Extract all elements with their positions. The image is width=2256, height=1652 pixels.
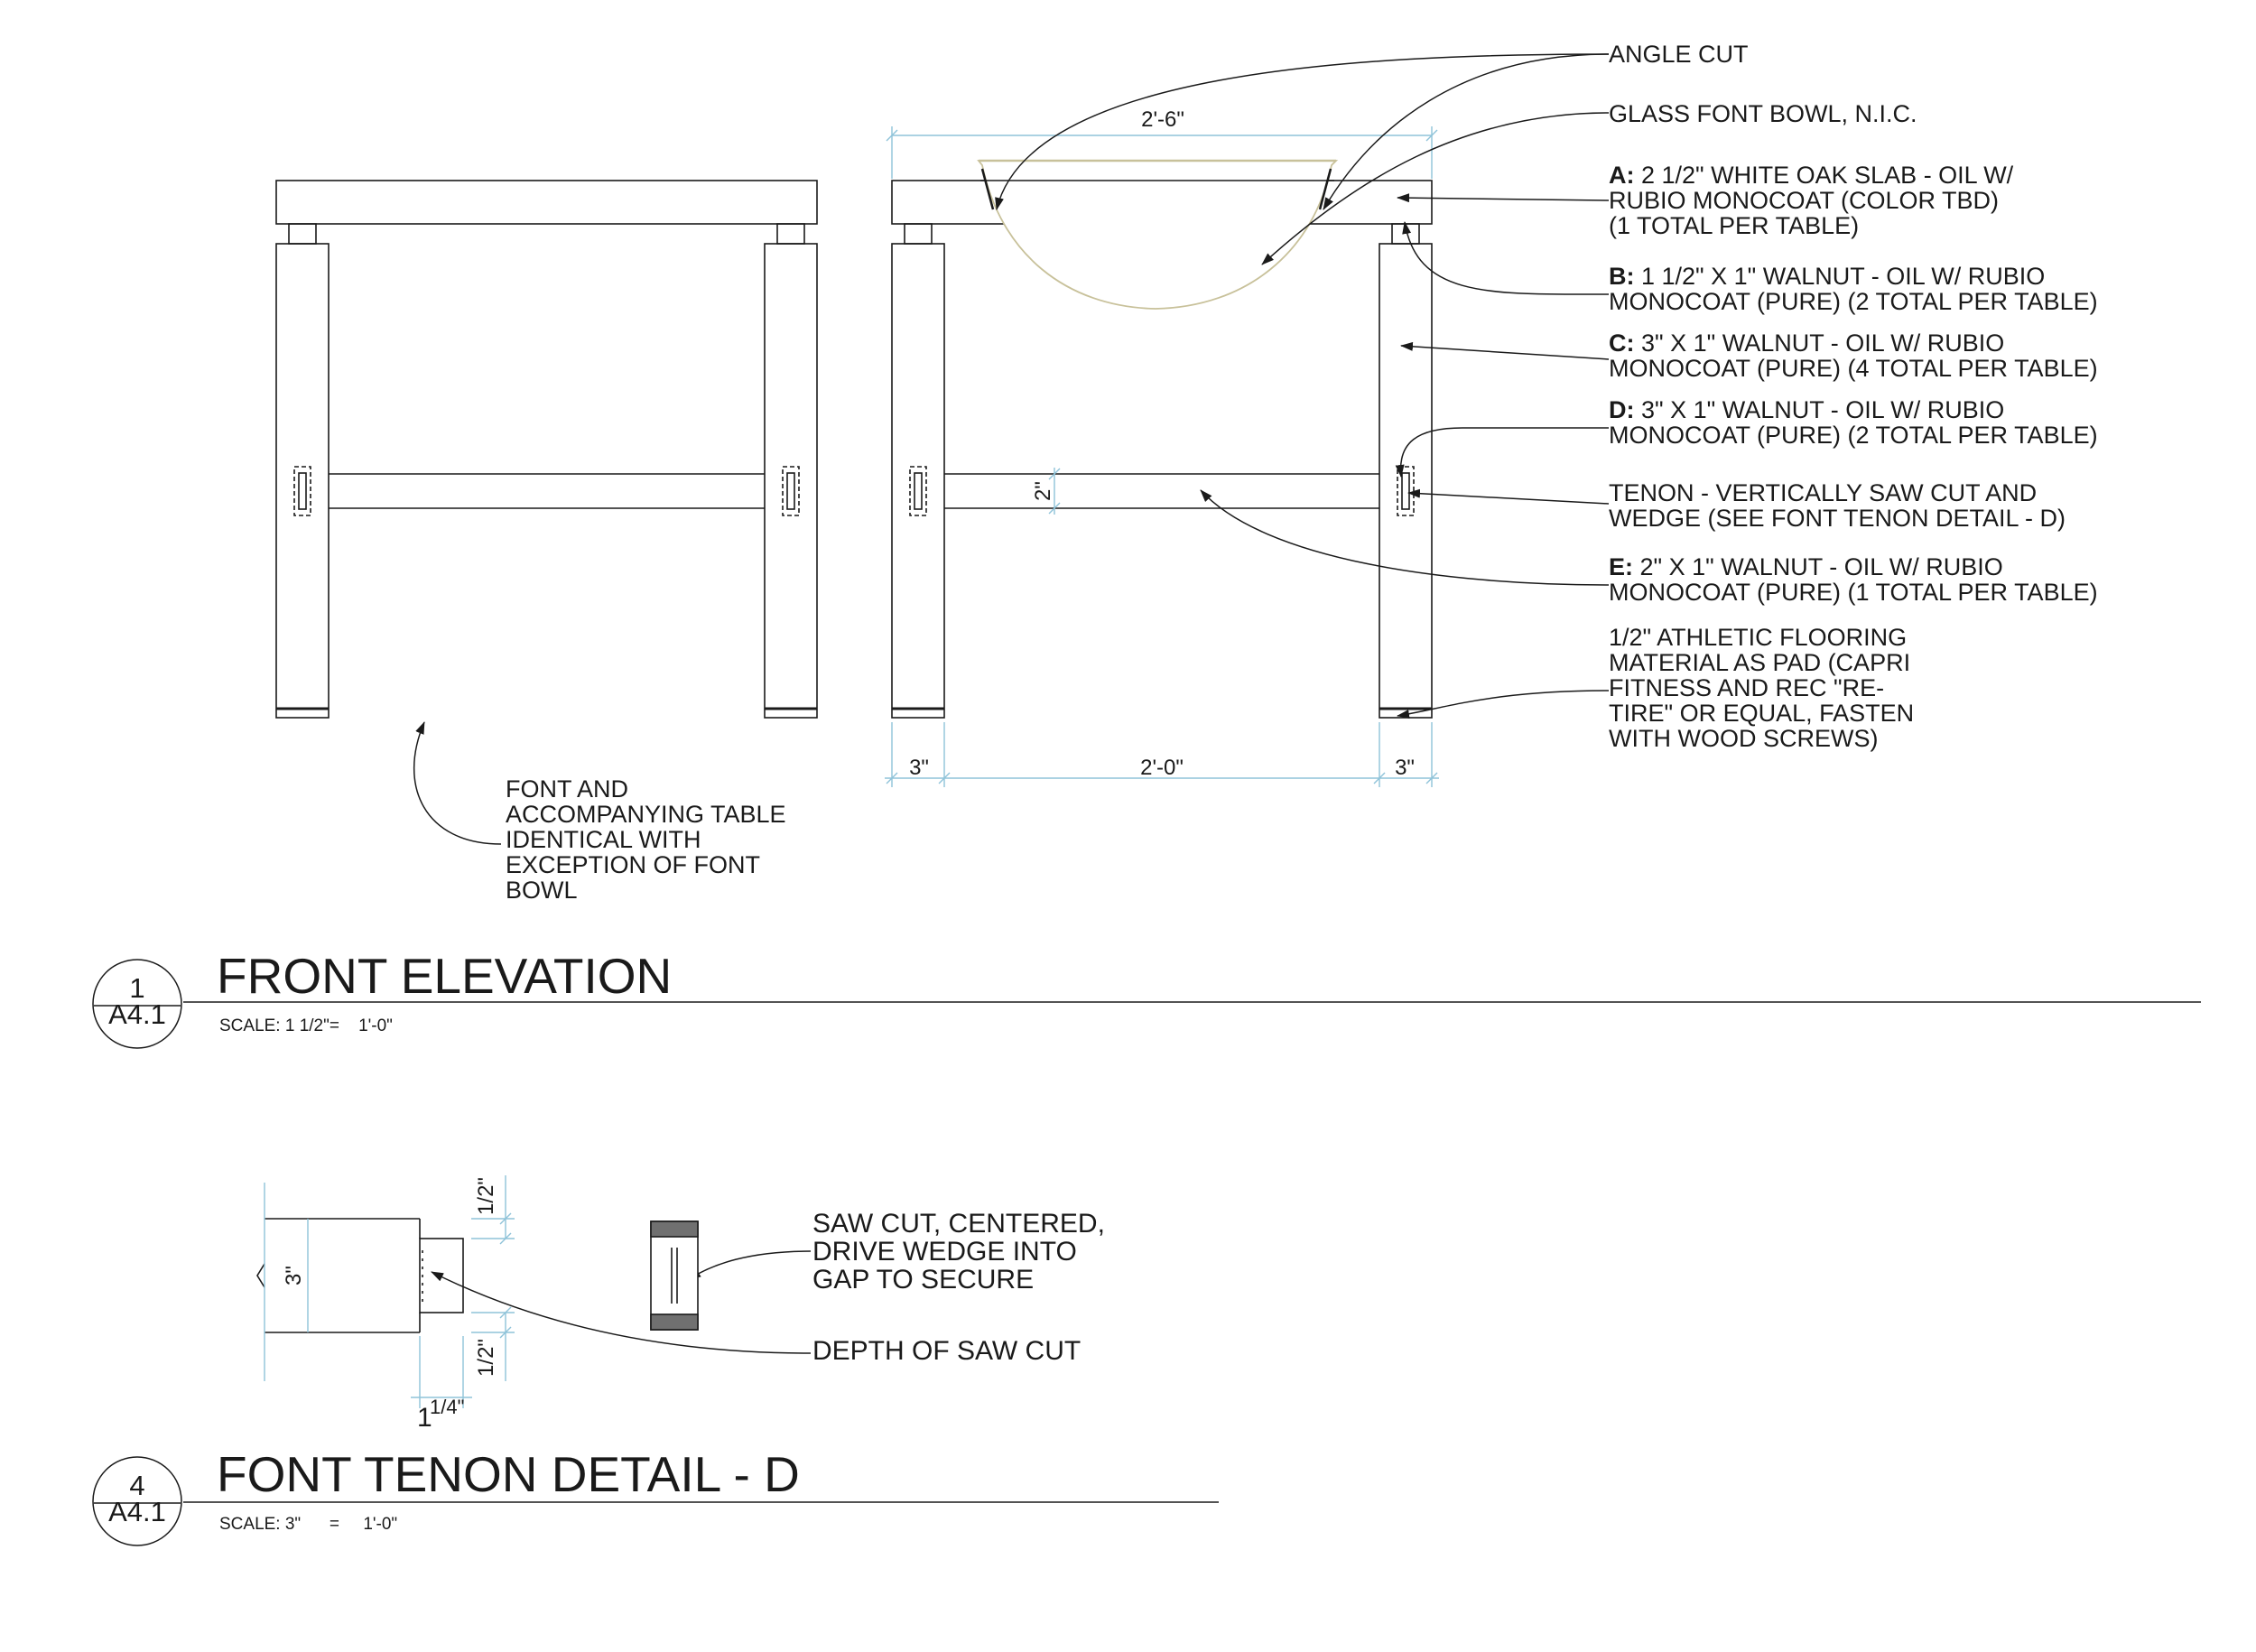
dim-detail-top: 1/2" xyxy=(474,1177,498,1215)
table-leg-left xyxy=(275,243,330,719)
table-block-left xyxy=(288,223,317,245)
note-glass-bowl: GLASS FONT BOWL, N.I.C. xyxy=(1609,100,1917,127)
note-pad-line-3: FITNESS AND REC "RE- xyxy=(1609,674,1885,701)
note-saw-cut: SAW CUT, CENTERED, DRIVE WEDGE INTO GAP … xyxy=(812,1210,1105,1294)
dim-leg-left: 3" xyxy=(909,756,929,780)
dim-detail-height: 3" xyxy=(282,1266,306,1285)
view-bubble-front xyxy=(92,959,182,1049)
table-block-right xyxy=(776,223,805,245)
title-block-lines xyxy=(92,959,2201,1546)
view-sheet-front: A4.1 xyxy=(108,998,166,1030)
note-pad-line-2: MATERIAL AS PAD (CAPRI xyxy=(1609,649,1911,676)
dim-top-width: 2'-6" xyxy=(1141,107,1184,132)
note-e-line-1: 2" X 1" WALNUT - OIL W/ RUBIO xyxy=(1633,553,2003,580)
note-b-line-2: MONOCOAT (PURE) (2 TOTAL PER TABLE) xyxy=(1609,288,2098,315)
table-tenon-right xyxy=(782,466,800,516)
font-tenon-right xyxy=(1397,466,1415,516)
note-a-line-2: RUBIO MONOCOAT (COLOR TBD) xyxy=(1609,187,2000,214)
note-identical-line-5: BOWL xyxy=(506,877,578,904)
view-scale-front: SCALE: 1 1/2"= 1'-0" xyxy=(219,1016,393,1035)
note-d-key: D: xyxy=(1609,396,1635,423)
note-tenon-line-2: WEDGE (SEE FONT TENON DETAIL - D) xyxy=(1609,505,2066,532)
font-block-left xyxy=(904,223,933,245)
note-a-line-3: (1 TOTAL PER TABLE) xyxy=(1609,212,1860,239)
dim-detail-depth-whole: 1 xyxy=(417,1403,432,1433)
note-saw-cut-line-3: GAP TO SECURE xyxy=(812,1265,1035,1295)
note-e: E: 2" X 1" WALNUT - OIL W/ RUBIO MONOCOA… xyxy=(1609,554,2098,605)
note-identical-line-1: FONT AND xyxy=(506,775,629,803)
view-bubble-detail xyxy=(92,1456,182,1546)
note-pad-line-1: 1/2" ATHLETIC FLOORING xyxy=(1609,624,1908,651)
dim-detail-bottom: 1/2" xyxy=(474,1339,498,1377)
view-number-detail: 4 xyxy=(129,1470,145,1501)
note-tenon-line-1: TENON - VERTICALLY SAW CUT AND xyxy=(1609,479,2038,506)
note-d: D: 3" X 1" WALNUT - OIL W/ RUBIO MONOCOA… xyxy=(1609,397,2098,448)
tenon-detail xyxy=(256,1218,464,1333)
view-title-detail: FONT TENON DETAIL - D xyxy=(217,1446,800,1502)
dimension-lines xyxy=(885,126,1439,787)
note-e-key: E: xyxy=(1609,553,1633,580)
tenon-detail-dims xyxy=(264,1175,515,1408)
note-saw-cut-line-1: SAW CUT, CENTERED, xyxy=(812,1209,1105,1239)
dim-detail-depth-frac: 1/4" xyxy=(430,1396,464,1418)
note-a-key: A: xyxy=(1609,162,1635,189)
note-identical: FONT AND ACCOMPANYING TABLE IDENTICAL WI… xyxy=(506,776,786,903)
note-angle-cut: ANGLE CUT xyxy=(1609,41,1749,68)
note-saw-cut-line-2: DRIVE WEDGE INTO xyxy=(812,1237,1077,1267)
dim-leg-right: 3" xyxy=(1395,756,1415,780)
table-leg-right xyxy=(764,243,818,719)
view-title-front: FRONT ELEVATION xyxy=(217,948,673,1004)
note-pad: 1/2" ATHLETIC FLOORING MATERIAL AS PAD (… xyxy=(1609,625,1914,751)
note-a-line-1: 2 1/2" WHITE OAK SLAB - OIL W/ xyxy=(1634,162,2014,189)
wedge-section xyxy=(650,1220,699,1331)
font-leg-left xyxy=(891,243,945,719)
note-pad-line-4: TIRE" OR EQUAL, FASTEN xyxy=(1609,700,1915,727)
view-sheet-detail: A4.1 xyxy=(108,1496,166,1527)
note-c: C: 3" X 1" WALNUT - OIL W/ RUBIO MONOCOA… xyxy=(1609,330,2098,381)
note-e-line-2: MONOCOAT (PURE) (1 TOTAL PER TABLE) xyxy=(1609,579,2098,606)
tenon-detail-tenon xyxy=(419,1238,464,1313)
note-identical-line-3: IDENTICAL WITH xyxy=(506,826,701,853)
table-top-slab xyxy=(275,180,818,225)
note-d-line-2: MONOCOAT (PURE) (2 TOTAL PER TABLE) xyxy=(1609,422,2098,449)
view-number-front: 1 xyxy=(129,972,145,1004)
note-tenon: TENON - VERTICALLY SAW CUT AND WEDGE (SE… xyxy=(1609,480,2066,531)
font-leg-right xyxy=(1379,243,1433,719)
angle-cut-marks xyxy=(980,168,1332,210)
note-depth: DEPTH OF SAW CUT xyxy=(812,1336,1082,1366)
leader-lines xyxy=(413,53,1610,1354)
note-a: A: 2 1/2" WHITE OAK SLAB - OIL W/ RUBIO … xyxy=(1609,162,2013,238)
note-b-line-1: 1 1/2" X 1" WALNUT - OIL W/ RUBIO xyxy=(1634,263,2046,290)
view-scale-detail: SCALE: 3" = 1'-0" xyxy=(219,1515,398,1534)
note-c-key: C: xyxy=(1609,329,1635,357)
note-pad-line-5: WITH WOOD SCREWS) xyxy=(1609,725,1879,752)
note-d-line-1: 3" X 1" WALNUT - OIL W/ RUBIO xyxy=(1634,396,2005,423)
table-elevation xyxy=(275,180,818,719)
dim-stretcher: 2" xyxy=(1031,481,1055,501)
note-b: B: 1 1/2" X 1" WALNUT - OIL W/ RUBIO MON… xyxy=(1609,264,2098,314)
note-c-line-1: 3" X 1" WALNUT - OIL W/ RUBIO xyxy=(1634,329,2005,357)
note-identical-line-2: ACCOMPANYING TABLE xyxy=(506,801,786,828)
glass-font-bowl xyxy=(977,159,1339,310)
dim-span: 2'-0" xyxy=(1140,756,1184,780)
font-tenon-left xyxy=(909,466,927,516)
note-b-key: B: xyxy=(1609,263,1635,290)
note-identical-line-4: EXCEPTION OF FONT xyxy=(506,851,761,878)
table-tenon-left xyxy=(293,466,311,516)
note-c-line-2: MONOCOAT (PURE) (4 TOTAL PER TABLE) xyxy=(1609,355,2098,382)
